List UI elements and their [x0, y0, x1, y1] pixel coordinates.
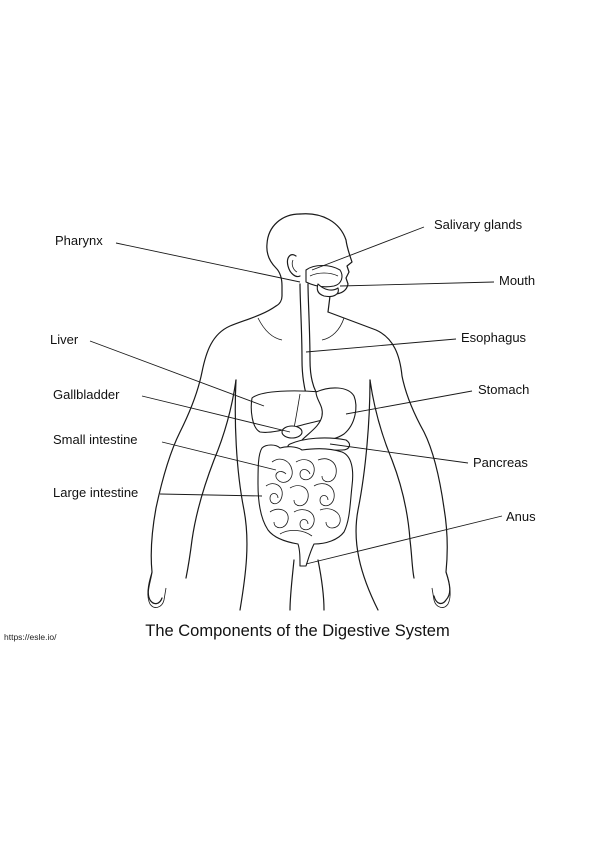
pancreas-leader — [329, 443, 469, 464]
label-mouth: Mouth — [499, 273, 536, 288]
small-intestine-leader — [161, 441, 277, 471]
label-esophagus: Esophagus — [461, 330, 527, 345]
leader-lines — [89, 226, 503, 565]
gallbladder-organ — [281, 425, 303, 439]
stomach-leader — [345, 390, 473, 415]
label-anus: Anus — [506, 509, 536, 524]
label-pharynx: Pharynx — [55, 233, 103, 248]
human-body-outline — [147, 213, 451, 611]
mouth-leader — [339, 281, 495, 287]
esophagus-leader — [305, 338, 457, 353]
small-intestine-coils — [265, 458, 341, 537]
anus-leader — [305, 515, 503, 565]
label-pancreas: Pancreas — [473, 455, 528, 470]
gallbladder-leader — [141, 395, 291, 433]
watermark-url: https://esle.io/ — [4, 632, 57, 642]
diagram-title: The Components of the Digestive System — [145, 622, 450, 640]
pharynx-leader — [115, 242, 301, 283]
label-large-intestine: Large intestine — [53, 485, 139, 500]
large-intestine-organ — [257, 444, 354, 567]
label-gallbladder: Gallbladder — [53, 387, 120, 402]
oral-cavity-and-pharynx — [305, 264, 343, 298]
label-liver: Liver — [50, 332, 79, 347]
label-salivary-glands: Salivary glands — [434, 217, 523, 232]
liver-leader — [89, 340, 265, 407]
large-intestine-leader — [159, 493, 263, 497]
label-small-intestine: Small intestine — [53, 432, 138, 447]
salivary-glands-leader — [311, 226, 425, 271]
esophagus-tube — [299, 283, 317, 395]
label-stomach: Stomach — [478, 382, 530, 397]
